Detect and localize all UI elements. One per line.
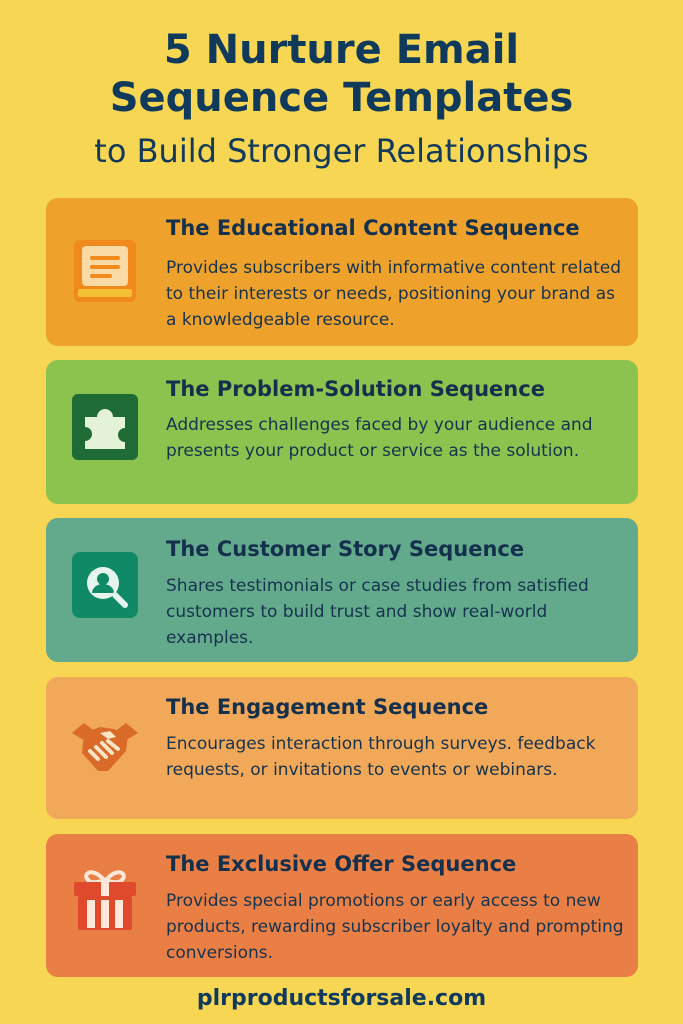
- card-heading: The Problem-Solution Sequence: [166, 377, 545, 401]
- customer-search-icon: [72, 552, 138, 618]
- book-icon: [74, 240, 136, 302]
- card-description: Addresses challenges faced by your audie…: [166, 415, 593, 461]
- card-description: Provides subscribers with informative co…: [166, 258, 622, 330]
- website-url: plrproductsforsale.com: [196, 986, 487, 1011]
- card-description: Provides special promotions or early acc…: [166, 891, 624, 963]
- card-description: Shares testimonials or case studies from…: [166, 576, 589, 648]
- page-subtitle: to Build Stronger Relationships: [94, 132, 589, 170]
- handshake-icon: [72, 723, 138, 771]
- page-title-line-2: Sequence Templates: [109, 75, 574, 121]
- card-engagement: The Engagement Sequence Encourages inter…: [46, 677, 638, 819]
- card-heading: The Exclusive Offer Sequence: [166, 852, 517, 876]
- card-exclusive-offer: The Exclusive Offer Sequence Provides sp…: [46, 834, 638, 977]
- card-customer-story: The Customer Story Sequence Shares testi…: [46, 518, 638, 662]
- card-heading: The Customer Story Sequence: [166, 537, 525, 561]
- card-description: Encourages interaction through surveys. …: [166, 734, 596, 780]
- page-title-line-1: 5 Nurture Email: [163, 27, 520, 73]
- gift-icon: [74, 870, 136, 930]
- puzzle-icon: [72, 394, 138, 460]
- card-heading: The Educational Content Sequence: [166, 216, 580, 240]
- card-problem-solution: The Problem-Solution Sequence Addresses …: [46, 360, 638, 504]
- card-heading: The Engagement Sequence: [166, 695, 489, 719]
- card-educational-content: The Educational Content Sequence Provide…: [46, 198, 638, 346]
